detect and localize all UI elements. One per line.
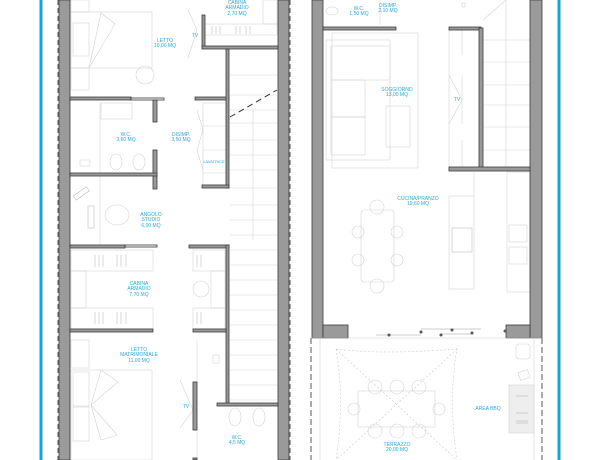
wall-left-exterior — [58, 0, 71, 460]
room-area-letto: 10,00 MQ — [154, 43, 176, 49]
lavatrice-label: LAVATRICE — [203, 159, 225, 164]
tv-label-2: TV — [183, 404, 190, 410]
ground-floor-plan — [310, 0, 543, 460]
desk-angolo-studio — [72, 176, 130, 245]
wc-fixtures — [79, 102, 146, 174]
wc-small-fixtures — [325, 0, 466, 25]
room-label-cabina-2: CABINA — [130, 281, 149, 287]
room-label-matrimoniale: MATRIMONIALE — [120, 352, 158, 358]
area-bbq-label: AREA BBQ — [475, 406, 500, 412]
stairs-upper — [229, 74, 278, 401]
wall-left-exterior-ground — [311, 0, 324, 339]
room-area-wc-small: 1,50 MQ — [349, 11, 368, 17]
room-label-cabina-1b: ARMADIO — [225, 5, 248, 11]
sliding-door-cabina[interactable] — [124, 244, 158, 248]
lavatrice-cabinet — [135, 65, 227, 186]
upper-floor-labels: LETTO 10,00 MQ CABINA ARMADIO 2,70 MQ TV… — [116, 0, 248, 446]
tv-label-ground: TV — [454, 97, 461, 103]
upper-floor-plan — [57, 0, 291, 460]
sliding-door-letto[interactable] — [130, 97, 165, 101]
bed-letto — [70, 0, 153, 91]
kitchen-island — [448, 171, 531, 293]
room-label-wc-2: W.C. — [232, 435, 243, 441]
room-area-cucina: 19,60 MQ — [407, 201, 429, 207]
room-area-cabina-1: 2,70 MQ — [227, 11, 246, 17]
tv-label-1: TV — [192, 33, 199, 39]
room-area-wc-1: 3,60 MQ — [116, 137, 135, 143]
room-label-letto-matr: LETTO — [131, 347, 147, 353]
room-label-cabina-2b: ARMADIO — [127, 286, 150, 292]
room-area-disimp-2: 2,10 MQ — [378, 8, 397, 14]
ground-floor-labels: W.C. 1,50 MQ DISIMP. 2,10 MQ SOGGIORNO 1… — [349, 3, 500, 453]
room-area-studio: 6,00 MQ — [141, 223, 160, 229]
dining-table — [351, 199, 404, 294]
room-label-wc-small: W.C. — [354, 6, 365, 12]
wardrobe-cabina-2 — [70, 249, 226, 330]
bbq-grill — [508, 384, 535, 434]
room-label-disimp-1: DISIMP. — [172, 132, 190, 138]
terrace — [310, 337, 543, 460]
room-area-wc-2: 4,5 MQ — [229, 440, 246, 446]
room-label-angolo: ANGOLO — [140, 212, 162, 218]
room-area-terrazzo: 20,00 MQ — [386, 447, 408, 453]
room-label-cabina-1: CABINA — [228, 0, 247, 6]
room-label-cucina: CUCINA/PRANZO — [397, 196, 439, 202]
wall-right-exterior-ground — [529, 0, 543, 339]
sofa-soggiorno — [325, 32, 419, 169]
room-label-studio: STUDIO — [142, 217, 161, 223]
room-label-soggiorno: SOGGIORNO — [381, 87, 413, 93]
room-area-disimp-1: 3,50 MQ — [171, 137, 190, 143]
room-label-terrazzo: TERRAZZO — [384, 442, 411, 448]
room-label-wc-1: W.C. — [121, 132, 132, 138]
room-area-letto-matr: 11,00 MQ — [128, 358, 150, 364]
room-area-cabina-2: 7,70 MQ — [129, 292, 148, 298]
wall-right-exterior — [277, 0, 290, 460]
bed-matrimoniale — [70, 339, 153, 460]
room-label-disimp-2: DISIMP. — [379, 3, 397, 9]
tv-swing — [187, 9, 198, 59]
room-area-soggiorno: 13,00 MQ — [386, 92, 408, 98]
sliding-glass-door[interactable] — [376, 328, 507, 337]
stairs-ground — [482, 0, 530, 167]
room-label-letto: LETTO — [157, 38, 173, 44]
